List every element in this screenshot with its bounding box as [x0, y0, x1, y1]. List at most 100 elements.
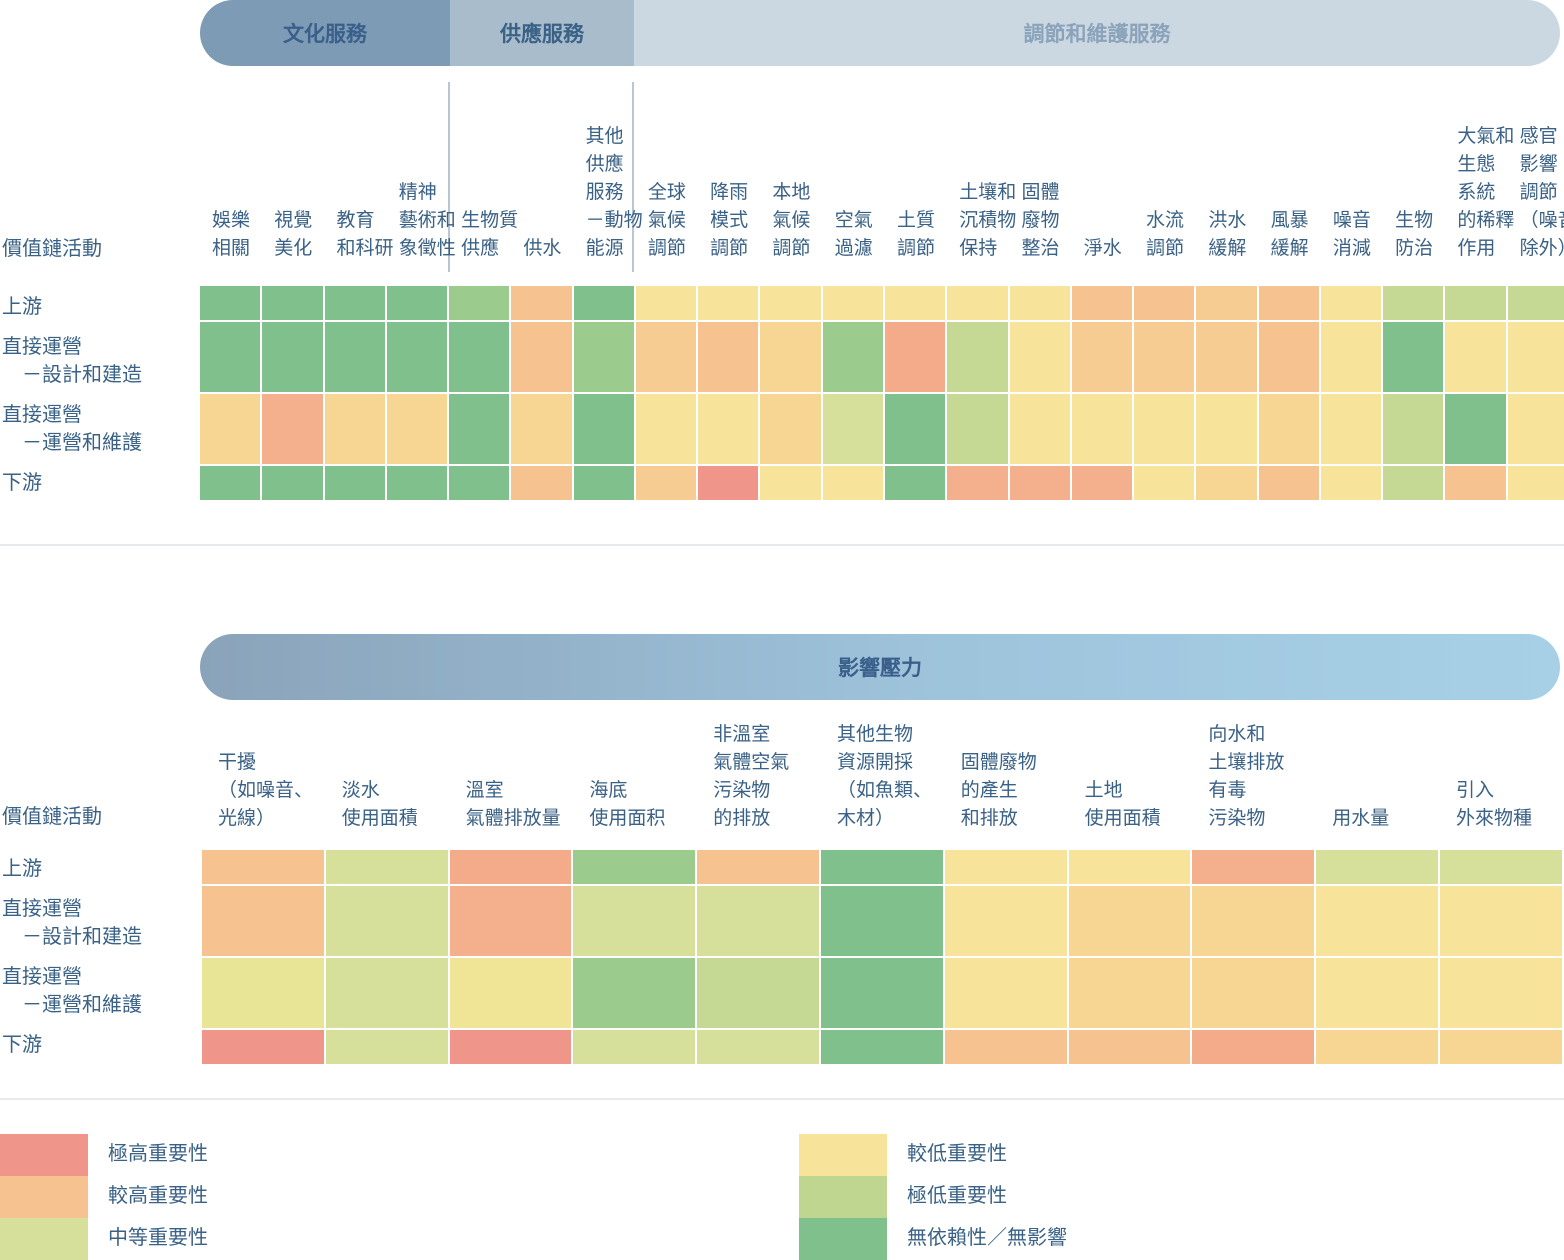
legend-label: 極低重要性 [907, 1183, 1007, 1207]
bottom-col-label: 土地 使用面積 [1084, 779, 1161, 829]
heatmap-cell [573, 394, 636, 466]
heatmap-cell [698, 394, 761, 466]
heatmap-cell [697, 850, 821, 886]
heatmap-cell [947, 322, 1010, 394]
top-col-label: 土壤和 沉積物 保持 [959, 181, 1017, 259]
heatmap-cell [1009, 322, 1072, 394]
top-col-label: 降雨 模式 調節 [710, 181, 749, 259]
top-group-divider-2 [632, 82, 634, 272]
top-col-label: 風暴 緩解 [1270, 209, 1309, 259]
heatmap-cell [386, 394, 450, 466]
heatmap-cell [325, 850, 450, 886]
heatmap-cell [325, 886, 450, 958]
heatmap-cell [884, 286, 948, 322]
heatmap-cell [1440, 850, 1564, 886]
heatmap-cell [698, 286, 761, 322]
top-col-label: 視覺 美化 [274, 209, 313, 259]
divider-top [0, 544, 1564, 546]
heatmap-cell [1258, 394, 1321, 466]
legend-swatch [799, 1176, 887, 1218]
heatmap-cell [1068, 886, 1193, 958]
top-col-label: 土質 調節 [896, 209, 935, 259]
top-row-header: 價值鏈活動 [2, 236, 102, 260]
header-provisioning-services: 供應服務 [450, 0, 634, 66]
heatmap-cell [884, 466, 948, 502]
heatmap-cell [822, 394, 885, 466]
heatmap-cell [511, 466, 574, 502]
heatmap-cell [944, 850, 1069, 886]
heatmap-cell [1445, 394, 1508, 466]
heatmap-cell [386, 322, 450, 394]
legend-swatch [0, 1176, 88, 1218]
heatmap-cell [573, 322, 636, 394]
heatmap-cell [944, 958, 1069, 1030]
heatmap-cell [1320, 322, 1384, 394]
heatmap-cell [760, 394, 823, 466]
heatmap-cell [1320, 394, 1384, 466]
heatmap-cell [1071, 286, 1135, 322]
divider-bottom [0, 1098, 1564, 1100]
heatmap-cell [573, 466, 636, 502]
heatmap-cell [386, 466, 450, 502]
heatmap-cell [202, 1030, 326, 1066]
heatmap-cell [1192, 850, 1317, 886]
heatmap-cell [760, 286, 823, 322]
heatmap-cell [1192, 1030, 1317, 1066]
bottom-row-label: 直接運營 －運營和維護 [2, 964, 142, 1016]
legend-swatch [0, 1134, 88, 1176]
top-col-label: 水流 調節 [1146, 209, 1185, 259]
heatmap-cell [635, 322, 699, 394]
heatmap-cell [511, 394, 574, 466]
top-col-label: 教育 和科研 [336, 209, 394, 259]
heatmap-cell [1196, 394, 1259, 466]
heatmap-cell [1440, 958, 1564, 1030]
heatmap-cell [573, 286, 636, 322]
top-col-label: 大氣和 生態 系統 的稀釋 作用 [1457, 125, 1515, 259]
heatmap-cell [573, 886, 698, 958]
heatmap-cell [262, 394, 325, 466]
heatmap-cell [697, 886, 821, 958]
heatmap-cell [449, 286, 512, 322]
heatmap-cell [202, 886, 326, 958]
top-col-label: 感官 影響 調節 （噪音 除外） [1519, 125, 1564, 259]
heatmap-cell [1068, 958, 1193, 1030]
legend-label: 無依賴性／無影響 [907, 1225, 1067, 1249]
heatmap-cell [1316, 958, 1440, 1030]
bottom-col-label: 溫室 氣體排放量 [465, 779, 561, 829]
top-col-label: 生物質 供應 [461, 209, 519, 259]
heatmap-cell [1009, 466, 1072, 502]
heatmap-cell [822, 322, 885, 394]
top-col-label: 洪水 緩解 [1208, 209, 1247, 259]
heatmap-cell [947, 286, 1010, 322]
heatmap-cell [1192, 886, 1317, 958]
heatmap-cell [1068, 1030, 1193, 1066]
heatmap-cell [324, 394, 387, 466]
heatmap-cell [884, 394, 948, 466]
heatmap-cell [1258, 466, 1321, 502]
heatmap-cell [573, 958, 698, 1030]
top-row-label: 直接運營 －運營和維護 [2, 402, 142, 454]
header-impact-pressure: 影響壓力 [200, 634, 1560, 700]
heatmap-cell [635, 394, 699, 466]
heatmap-cell [449, 850, 574, 886]
top-col-label: 空氣 過濾 [834, 209, 873, 259]
legend-label: 極高重要性 [108, 1141, 208, 1165]
heatmap-cell [262, 286, 325, 322]
bottom-row-label: 下游 [2, 1032, 42, 1056]
heatmap-cell [200, 286, 263, 322]
heatmap-cell [947, 466, 1010, 502]
top-row-label: 下游 [2, 470, 42, 494]
heatmap-cell [200, 466, 263, 502]
heatmap-cell [1196, 322, 1259, 394]
header-regulating-services: 調節和維護服務 [634, 0, 1560, 66]
heatmap-cell [944, 1030, 1069, 1066]
heatmap-cell [1071, 394, 1135, 466]
bottom-col-label: 海底 使用面积 [589, 779, 666, 829]
heatmap-cell [821, 850, 945, 886]
heatmap-cell [1445, 286, 1508, 322]
heatmap-cell [697, 1030, 821, 1066]
heatmap-cell [1134, 322, 1197, 394]
heatmap-cell [511, 322, 574, 394]
bottom-row-label: 上游 [2, 856, 42, 880]
heatmap-cell [449, 322, 512, 394]
